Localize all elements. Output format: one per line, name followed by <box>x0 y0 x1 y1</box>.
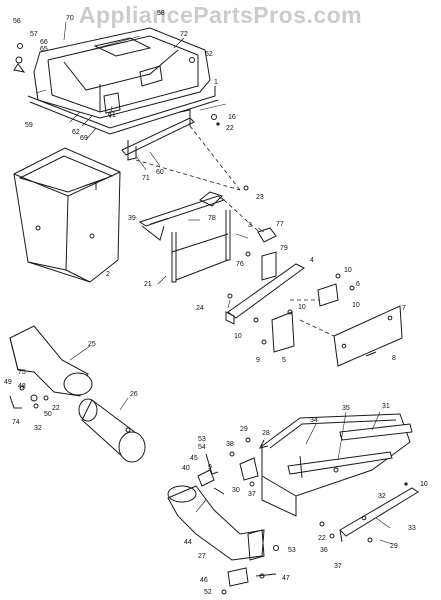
label-79: 79 <box>280 245 288 252</box>
label-16: 16 <box>228 114 236 121</box>
label-39: 39 <box>128 215 136 222</box>
label-3: 3 <box>248 222 252 229</box>
label-33: 33 <box>408 525 416 532</box>
hardware-56-57 <box>13 43 195 73</box>
label-57: 57 <box>30 31 38 38</box>
label-50: 50 <box>44 411 52 418</box>
label-4: 4 <box>310 257 314 264</box>
label-62: 62 <box>72 129 80 136</box>
label-23: 23 <box>256 194 264 201</box>
bracket-5 <box>253 309 295 353</box>
label-24: 24 <box>196 305 204 312</box>
label-54: 54 <box>198 444 206 451</box>
bracket-6 <box>317 273 355 307</box>
label-78: 78 <box>208 215 216 222</box>
label-45: 45 <box>190 455 198 462</box>
frame-assembly <box>138 185 249 283</box>
label-47: 47 <box>282 575 290 582</box>
label-25: 25 <box>88 341 96 348</box>
bar-4 <box>225 263 305 325</box>
label-65: 65 <box>40 46 48 53</box>
label-74: 74 <box>12 419 20 426</box>
label-53-b: 53 <box>288 547 296 554</box>
label-37-a: 37 <box>248 491 256 498</box>
label-29-a: 29 <box>240 426 248 433</box>
label-38: 38 <box>226 441 234 448</box>
hardware-left <box>9 385 49 409</box>
label-22-b: 22 <box>52 405 60 412</box>
part-labels: 56 70 58 57 66 65 72 52 1 16 22 59 61 62… <box>4 10 428 596</box>
label-1: 1 <box>214 79 218 86</box>
label-35: 35 <box>342 405 350 412</box>
grass-bag-body <box>13 147 121 283</box>
label-72: 72 <box>180 31 188 38</box>
lid-bracket <box>121 109 220 161</box>
label-37-b: 37 <box>334 563 342 570</box>
chute-27 <box>167 485 279 561</box>
bracket-33 <box>339 482 419 543</box>
leader-lines <box>35 21 393 545</box>
label-70: 70 <box>66 15 74 22</box>
label-76: 76 <box>236 261 244 268</box>
label-22-c: 22 <box>318 535 326 542</box>
label-56: 56 <box>13 18 21 25</box>
blade-bar-34 <box>287 451 393 479</box>
label-2: 2 <box>106 271 110 278</box>
label-32-b: 32 <box>378 493 386 500</box>
label-52-b: 52 <box>204 589 212 596</box>
label-40: 40 <box>182 465 190 472</box>
label-6: 6 <box>356 281 360 288</box>
plate-7 <box>333 305 403 367</box>
label-5: 5 <box>282 357 286 364</box>
label-69: 69 <box>80 135 88 142</box>
label-10-a: 10 <box>344 267 352 274</box>
label-75: 75 <box>18 369 26 376</box>
label-8: 8 <box>392 355 396 362</box>
label-27: 27 <box>198 553 206 560</box>
label-48: 48 <box>18 383 26 390</box>
deck-frame <box>261 476 373 543</box>
label-30: 30 <box>232 487 240 494</box>
label-46: 46 <box>200 577 208 584</box>
hardware-bottom <box>221 567 277 595</box>
label-7: 7 <box>402 305 406 312</box>
watermark: AppliancePartsPros.com <box>78 2 363 28</box>
label-9-b: 9 <box>208 464 212 471</box>
label-61: 61 <box>108 112 116 119</box>
tube-26 <box>78 398 146 463</box>
label-28: 28 <box>262 430 270 437</box>
label-32-a: 32 <box>34 425 42 432</box>
hardware-center <box>197 451 235 495</box>
label-34: 34 <box>310 417 318 424</box>
label-29-b: 29 <box>390 543 398 550</box>
label-10-e: 10 <box>420 481 428 488</box>
label-52: 52 <box>205 51 213 58</box>
label-44: 44 <box>184 539 192 546</box>
label-71: 71 <box>142 175 150 182</box>
chute-25 <box>9 325 93 397</box>
blade-31 <box>339 423 413 441</box>
label-31: 31 <box>382 403 390 410</box>
label-58: 58 <box>157 10 165 17</box>
label-10-b: 10 <box>298 304 306 311</box>
label-77: 77 <box>276 221 284 228</box>
label-9: 9 <box>256 357 260 364</box>
label-10-d: 10 <box>234 333 242 340</box>
label-60: 60 <box>156 169 164 176</box>
label-66: 66 <box>40 39 48 46</box>
label-22-a: 22 <box>226 125 234 132</box>
label-26: 26 <box>130 391 138 398</box>
label-21: 21 <box>144 281 152 288</box>
bracket-29-30 <box>239 437 269 487</box>
label-36: 36 <box>320 547 328 554</box>
label-49: 49 <box>4 379 12 386</box>
label-59: 59 <box>25 122 33 129</box>
label-53: 53 <box>198 436 206 443</box>
label-10-c: 10 <box>352 302 360 309</box>
brackets-76-79 <box>245 227 277 281</box>
